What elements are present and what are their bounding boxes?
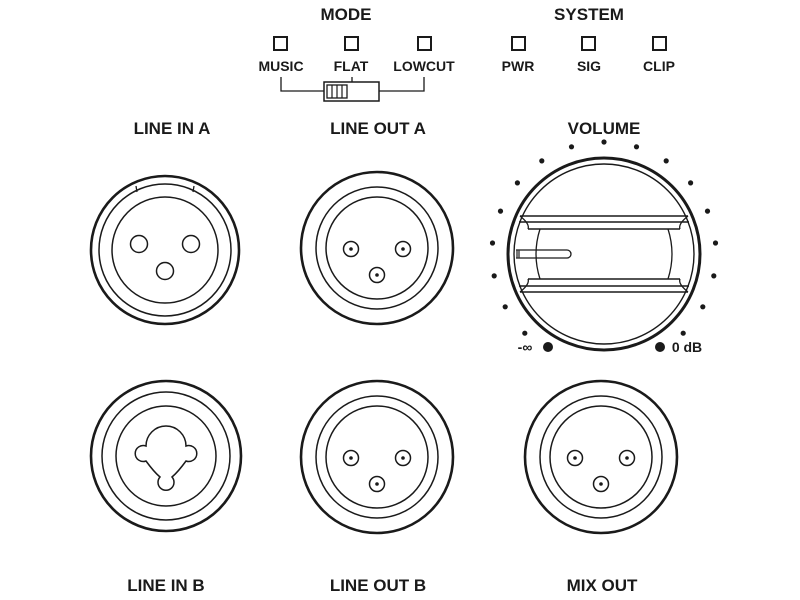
mode-label-music: MUSIC [258, 58, 303, 74]
system-label-pwr: PWR [502, 58, 535, 74]
connector-collar-ring [101, 391, 231, 521]
connector-mix-out[interactable] [523, 379, 679, 535]
switch-housing [323, 81, 380, 102]
combo-jack-socket-icon [134, 425, 198, 492]
xlr-socket-pin-icon [155, 261, 175, 281]
label-line-out-b: LINE OUT B [330, 576, 426, 595]
volume-scale-dot [489, 240, 496, 246]
connector-line-out-a[interactable] [299, 170, 455, 326]
connector-outer-ring [299, 170, 455, 326]
knob-pointer-icon [516, 249, 572, 259]
system-title: SYSTEM [554, 5, 624, 24]
led-indicator-icon [581, 36, 596, 51]
mode-title: MODE [321, 5, 372, 24]
volume-scale-dot [680, 330, 686, 336]
connector-insert [111, 196, 219, 304]
system-led-sig: SIG [577, 36, 601, 74]
xlr-socket-pin-icon [181, 234, 201, 254]
volume-scale-dot [502, 304, 508, 310]
connector-collar-ring [315, 186, 439, 310]
label-line-in-a: LINE IN A [134, 119, 211, 138]
connector-outer-ring [89, 174, 241, 326]
volume-scale-dot [712, 240, 719, 246]
xlr-pin-icon [394, 449, 412, 467]
mode-section: MODE MUSIC FLAT LOWCUT [258, 5, 455, 102]
knob-grip-face [535, 228, 673, 280]
knob-pointer-mark [516, 250, 520, 258]
volume-scale-dot [688, 180, 694, 186]
knob-grip-top [519, 215, 689, 230]
xlr-pin-icon [618, 449, 636, 467]
connector-insert [325, 196, 429, 300]
volume-knob[interactable] [506, 156, 702, 352]
volume-max-marker [655, 342, 665, 352]
mode-label-lowcut: LOWCUT [393, 58, 455, 74]
connector-collar-ring [315, 395, 439, 519]
volume-control: -∞ 0 dB [489, 139, 719, 355]
connector-outer-ring [299, 379, 455, 535]
label-line-in-b: LINE IN B [127, 576, 204, 595]
volume-scale-dot [704, 208, 711, 214]
mode-led-lowcut: LOWCUT [393, 36, 455, 74]
connector-outer-ring [89, 379, 243, 533]
volume-scale-dot [522, 330, 528, 336]
volume-scale-dot [539, 158, 545, 164]
led-indicator-icon [511, 36, 526, 51]
knob-outer-ring [506, 156, 702, 352]
connector-collar-ring [98, 183, 232, 317]
volume-min-label: -∞ [518, 339, 533, 355]
label-mix-out: MIX OUT [567, 576, 638, 595]
system-led-pwr: PWR [502, 36, 535, 74]
mode-label-flat: FLAT [334, 58, 369, 74]
volume-scale-dot [491, 273, 497, 279]
system-led-clip: CLIP [643, 36, 675, 74]
volume-scale-dot [497, 208, 504, 214]
system-section: SYSTEM PWR SIG CLIP [502, 5, 675, 74]
volume-scale-dot [601, 139, 607, 145]
mode-slide-switch[interactable] [323, 81, 380, 102]
volume-scale-dot [700, 304, 706, 310]
label-line-out-a: LINE OUT A [330, 119, 426, 138]
volume-scale-dot [663, 158, 669, 164]
knob-grip-bottom [519, 278, 689, 293]
xlr-socket-pin-icon [129, 234, 149, 254]
label-volume: VOLUME [568, 119, 641, 138]
volume-scale-dot [514, 180, 521, 186]
mode-led-flat: FLAT [334, 36, 369, 74]
connector-insert [115, 405, 217, 507]
xlr-pin-icon [368, 266, 386, 284]
connector-line-in-a[interactable] [89, 174, 241, 326]
connector-insert [325, 405, 429, 509]
volume-min-marker [543, 342, 553, 352]
mode-switch-bracket [280, 77, 425, 92]
led-indicator-icon [652, 36, 667, 51]
led-indicator-icon [273, 36, 288, 51]
connector-collar-ring [539, 395, 663, 519]
connector-line-out-b[interactable] [299, 379, 455, 535]
connector-outer-ring [523, 379, 679, 535]
xlr-pin-icon [592, 475, 610, 493]
knob-grip-bevel [519, 215, 689, 293]
xlr-pin-icon [566, 449, 584, 467]
led-indicator-icon [417, 36, 432, 51]
connector-line-in-b[interactable] [89, 379, 243, 533]
xlr-pin-icon [368, 475, 386, 493]
xlr-pin-icon [342, 240, 360, 258]
led-indicator-icon [344, 36, 359, 51]
system-label-clip: CLIP [643, 58, 675, 74]
volume-scale [489, 139, 719, 352]
volume-max-label: 0 dB [672, 339, 702, 355]
system-label-sig: SIG [577, 58, 601, 74]
latch-notch [135, 185, 195, 193]
mode-led-music: MUSIC [258, 36, 304, 74]
xlr-pin-icon [342, 449, 360, 467]
volume-scale-dot [711, 273, 717, 279]
xlr-pin-icon [394, 240, 412, 258]
connector-insert [549, 405, 653, 509]
volume-scale-dot [568, 144, 575, 150]
knob-inner-ring [513, 163, 695, 345]
volume-scale-dot [633, 144, 640, 150]
